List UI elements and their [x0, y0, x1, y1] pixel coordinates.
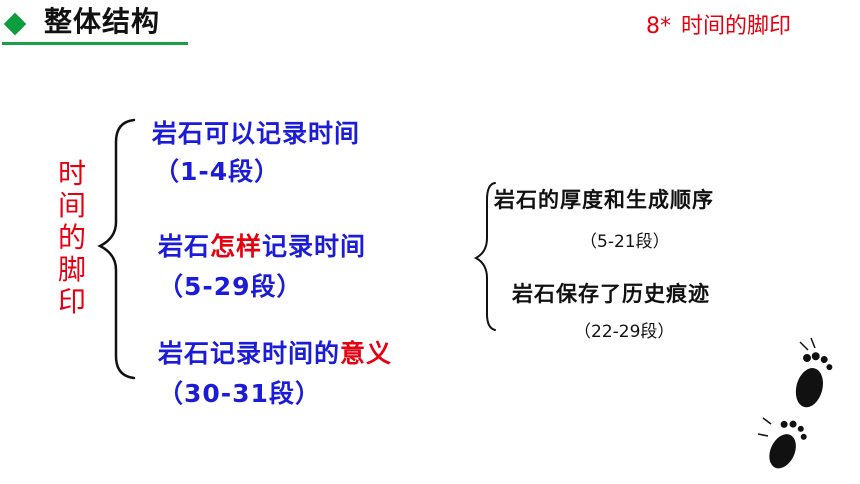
highlight-text: 意义: [340, 339, 393, 368]
main-title-char: 间: [57, 189, 86, 222]
sub-branch-1-range: （5-21段）: [580, 232, 670, 252]
lesson-label: 8* 时间的脚印: [646, 12, 791, 42]
footprint-icon: [769, 420, 807, 469]
branch-1-text: 岩石可以记录时间: [152, 119, 361, 148]
main-title-char: 时: [57, 157, 86, 190]
main-title-char: 脚: [57, 253, 86, 286]
main-title-char: 印: [57, 285, 86, 318]
branch-2-range: （5-29段）: [158, 272, 303, 301]
branch-1-range: （1-4段）: [154, 157, 281, 186]
main-brace: [97, 118, 136, 380]
main-title-char: 的: [57, 221, 86, 254]
footprint-icon: [795, 352, 833, 408]
lesson-number: 8*: [646, 14, 671, 39]
highlight-text: 怎样: [210, 232, 263, 261]
branch-3-range: （30-31段）: [158, 379, 321, 408]
sub-branch-2-range: （22-29段）: [574, 322, 675, 342]
title-underline: [2, 42, 188, 45]
sub-branch-1-text: 岩石的厚度和生成顺序: [494, 188, 714, 212]
sub-branch-2-text: 岩石保存了历史痕迹: [512, 282, 710, 306]
branch-3-text: 岩石记录时间的意义: [158, 339, 393, 368]
branch-2-text: 岩石怎样记录时间: [158, 232, 367, 261]
sub-brace: [473, 182, 496, 331]
main-title: 时 间 的 脚 印: [56, 158, 88, 318]
section-title: 整体结构: [44, 5, 161, 38]
lesson-title: 时间的脚印: [681, 14, 792, 39]
